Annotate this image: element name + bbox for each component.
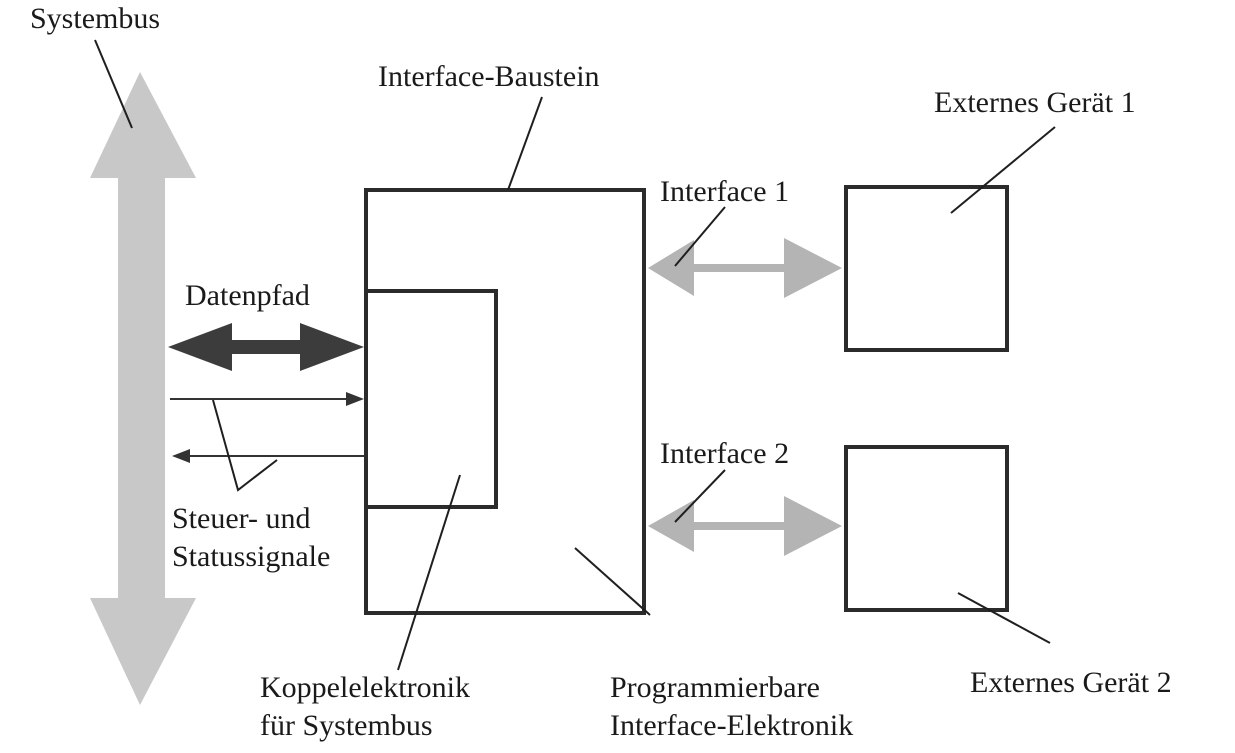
control-signal-arrowhead bbox=[346, 392, 364, 406]
steuer-label-line2: Statussignale bbox=[172, 540, 330, 573]
koppelelektronik-leader bbox=[397, 474, 461, 671]
interface-1-label: Interface 1 bbox=[660, 175, 789, 208]
externes-geraet-1-box bbox=[844, 185, 1009, 352]
externes-geraet-2-leader bbox=[957, 592, 1051, 644]
interface-2-label: Interface 2 bbox=[660, 437, 789, 470]
koppelelektronik-label-line1: Koppelelektronik bbox=[260, 671, 470, 704]
interface-2-arrow bbox=[648, 496, 842, 556]
externes-geraet-1-leader bbox=[950, 126, 1056, 214]
datenpfad-arrow bbox=[168, 323, 364, 371]
programmierbare-label-line2: Interface-Elektronik bbox=[610, 709, 853, 742]
status-signal-arrowhead bbox=[172, 449, 190, 463]
systembus-arrow bbox=[90, 72, 196, 705]
externes-geraet-2-label: Externes Gerät 2 bbox=[970, 666, 1172, 699]
koppelelektronik-box bbox=[368, 289, 498, 509]
steuer-label-line1: Steuer- und bbox=[172, 502, 311, 535]
steuer-status-leader bbox=[212, 399, 278, 492]
interface-baustein-box bbox=[364, 188, 646, 615]
systembus-label: Systembus bbox=[30, 2, 160, 35]
datenpfad-label: Datenpfad bbox=[185, 279, 310, 312]
externes-geraet-2-box bbox=[844, 445, 1009, 612]
koppelelektronik-label-line2: für Systembus bbox=[260, 709, 433, 742]
externes-geraet-1-label: Externes Gerät 1 bbox=[934, 86, 1136, 119]
programmierbare-label-line1: Programmierbare bbox=[610, 671, 820, 704]
programmierbare-leader bbox=[574, 547, 651, 616]
systembus-leader bbox=[94, 39, 133, 129]
interface-baustein-leader bbox=[507, 96, 543, 191]
interface-1-arrow bbox=[648, 238, 842, 298]
interface-baustein-label: Interface-Baustein bbox=[378, 60, 600, 93]
interface-2-leader bbox=[674, 469, 726, 523]
interface-1-leader bbox=[674, 206, 726, 267]
